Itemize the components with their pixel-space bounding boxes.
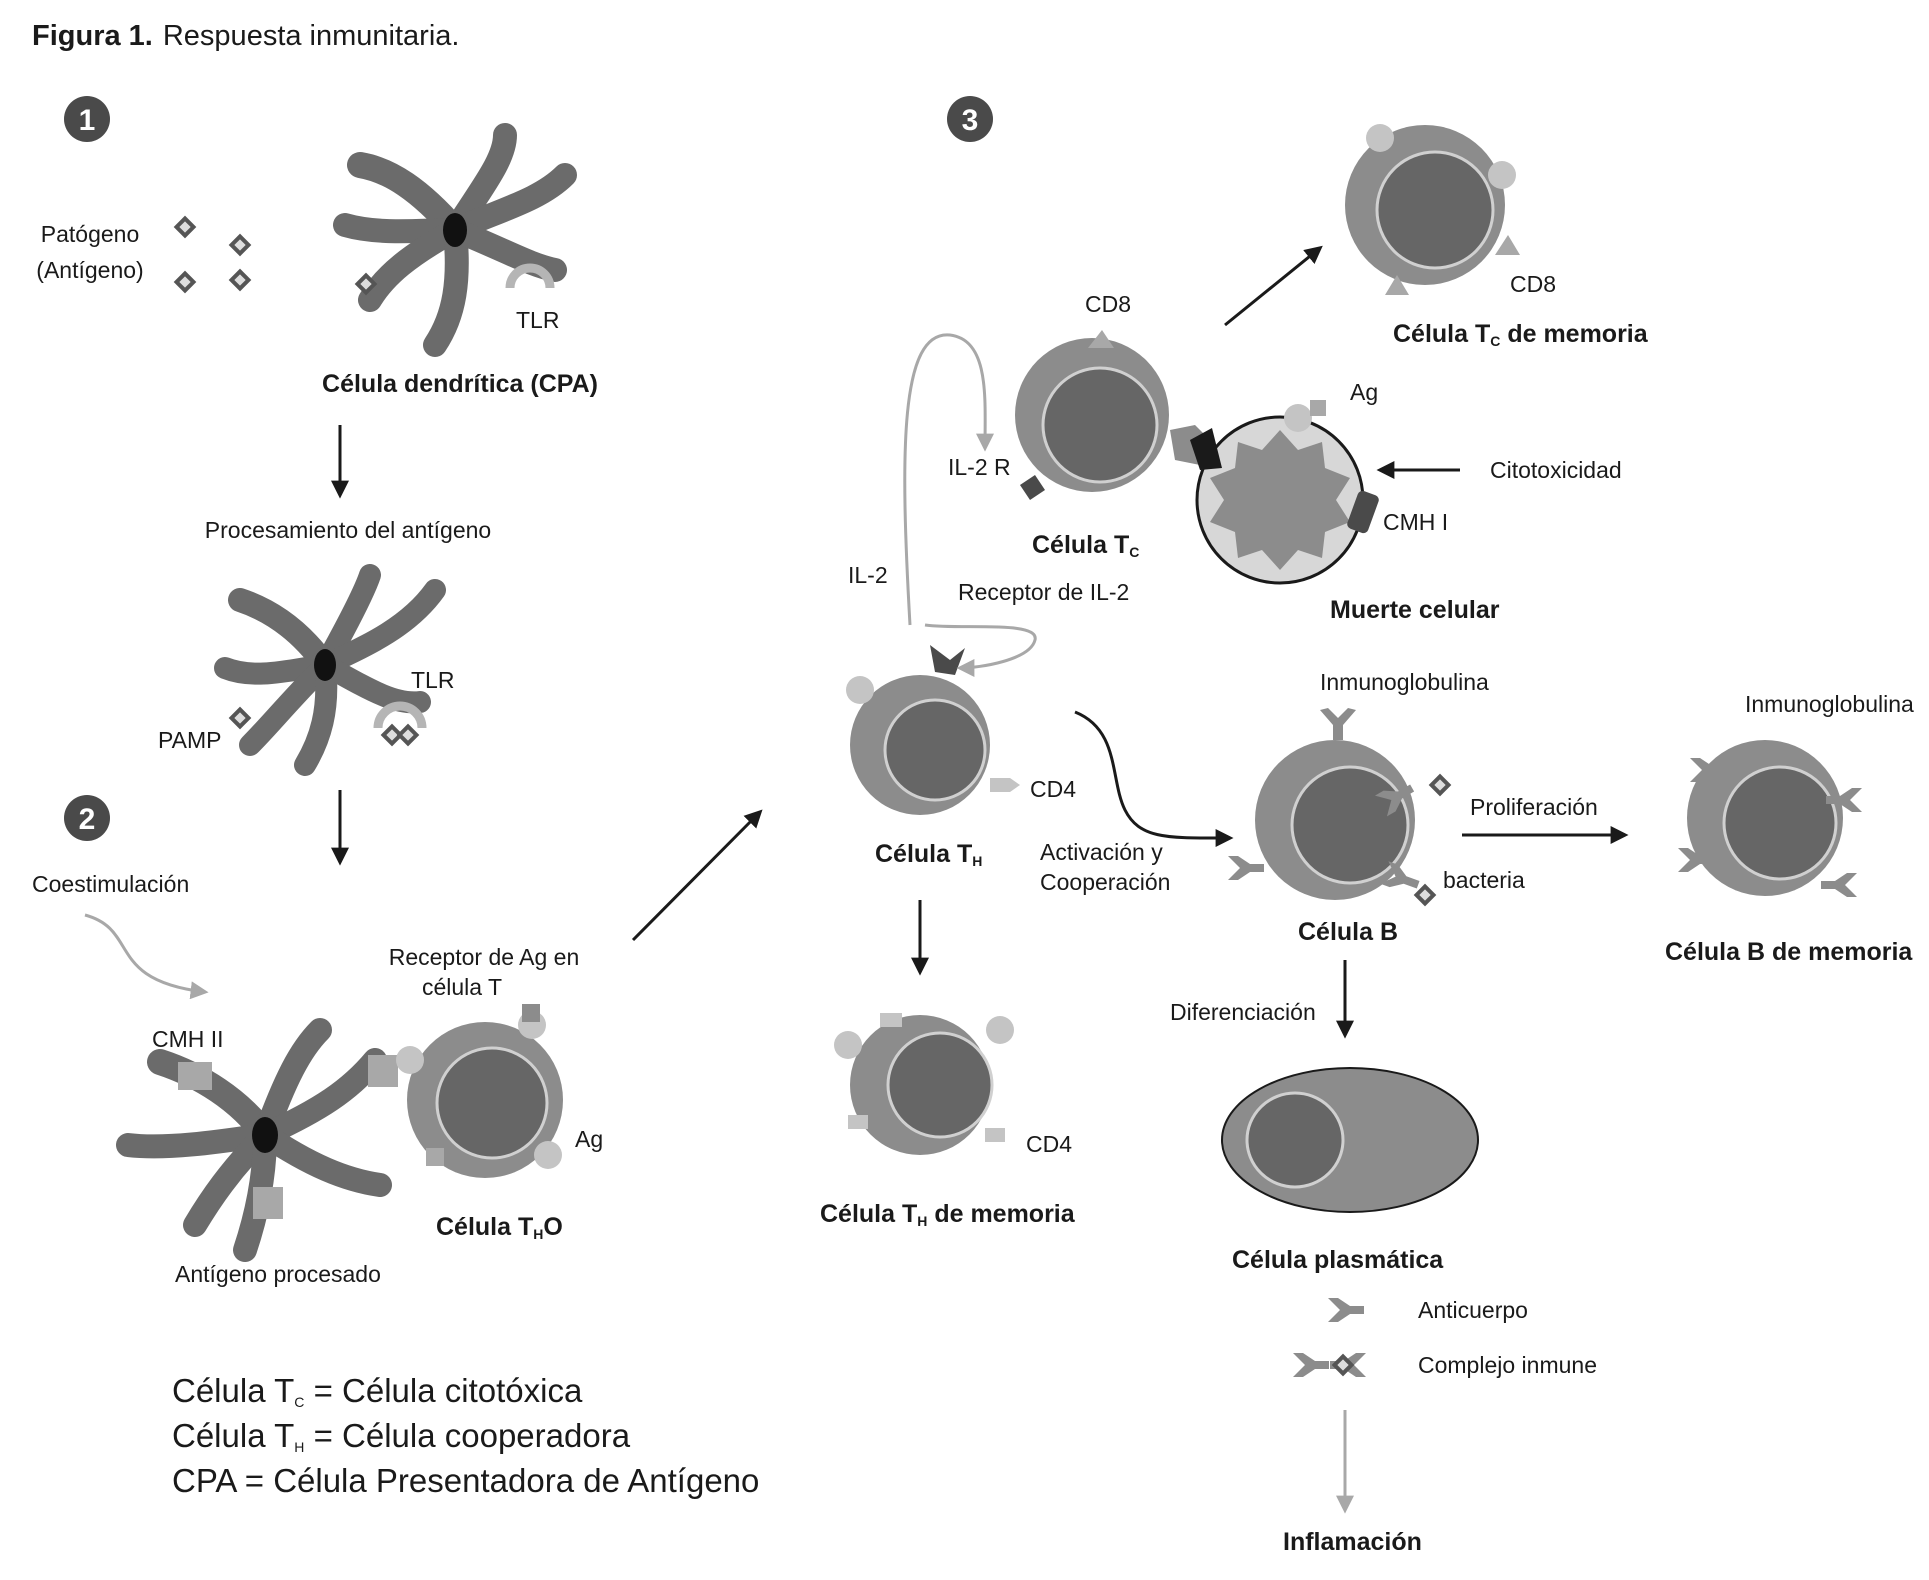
label-receptor-ag-2: célula T xyxy=(422,974,502,1000)
svg-text:Célula TH = Célula cooperadora: Célula TH = Célula cooperadora xyxy=(172,1417,631,1455)
label-cd8-tc: CD8 xyxy=(1085,291,1131,317)
label-celula-th0: Célula THO xyxy=(436,1213,563,1242)
label-proliferacion: Proliferación xyxy=(1470,794,1598,820)
immune-complex-icon xyxy=(1293,1353,1366,1377)
label-inflamacion: Inflamación xyxy=(1283,1528,1422,1556)
label-cmh-ii: CMH II xyxy=(152,1026,224,1052)
svg-text:Célula TC = Célula citotóxica: Célula TC = Célula citotóxica xyxy=(172,1372,583,1410)
label-diferenciacion: Diferenciación xyxy=(1170,999,1316,1025)
il2-receptor-arrow xyxy=(924,623,1037,677)
label-tlr-mid: TLR xyxy=(411,667,454,693)
label-coestimulacion: Coestimulación xyxy=(32,871,189,897)
dendritic-cell-presenting-icon xyxy=(116,1018,392,1262)
th0-cell-icon xyxy=(396,1004,563,1178)
bound-antigen-icon xyxy=(396,723,420,747)
plasma-cell-icon xyxy=(1221,1067,1479,1213)
svg-text:1: 1 xyxy=(79,104,96,137)
label-inmunoglobulina-bmem: Inmunoglobulina xyxy=(1745,691,1914,717)
label-activacion: Activación y xyxy=(1040,839,1163,865)
abbreviation-legend: Célula TC = Célula citotóxica Célula TH … xyxy=(172,1372,759,1499)
step-badge-1: 1 xyxy=(64,96,110,142)
th-memory-cell-icon xyxy=(834,1013,1014,1155)
label-antigeno: (Antígeno) xyxy=(36,257,143,283)
pathogen-icons xyxy=(173,215,252,294)
step-badge-3: 3 xyxy=(947,96,993,142)
label-celula-b: Célula B xyxy=(1298,918,1398,946)
svg-text:3: 3 xyxy=(962,104,979,137)
label-celula-tc-memoria: Célula TC de memoria xyxy=(1393,320,1649,349)
b-cell-icon xyxy=(1228,708,1452,907)
label-inmunoglobulina-b: Inmunoglobulina xyxy=(1320,669,1489,695)
label-receptor-il2: Receptor de IL-2 xyxy=(958,579,1129,605)
svg-text:2: 2 xyxy=(79,803,96,836)
mhc-ii-icon xyxy=(178,1062,212,1090)
label-ag-target: Ag xyxy=(1350,379,1378,405)
label-il2r: IL-2 R xyxy=(948,454,1011,480)
label-cd8-mem: CD8 xyxy=(1510,271,1556,297)
label-celula-plasmatica: Célula plasmática xyxy=(1232,1246,1444,1274)
label-cd4-mem: CD4 xyxy=(1026,1131,1072,1157)
label-cmh-i: CMH I xyxy=(1383,509,1448,535)
label-procesamiento: Procesamiento del antígeno xyxy=(205,517,491,543)
tc-cell-icon xyxy=(1015,330,1169,500)
il2-arrow xyxy=(903,333,995,626)
svg-text:CPA = Célula Presentadora de A: CPA = Célula Presentadora de Antígeno xyxy=(172,1462,759,1499)
label-celula-b-memoria: Célula B de memoria xyxy=(1665,938,1913,966)
label-antigeno-procesado: Antígeno procesado xyxy=(175,1261,381,1287)
label-pamp: PAMP xyxy=(158,727,221,753)
antibody-icon xyxy=(1328,1298,1364,1322)
label-cooperacion: Cooperación xyxy=(1040,869,1170,895)
tc-memory-cell-icon xyxy=(1345,124,1520,295)
tlr-processing-icon xyxy=(373,701,427,729)
label-celula-tc: Célula TC xyxy=(1032,531,1139,560)
label-celula-th-memoria: Célula TH de memoria xyxy=(820,1200,1076,1229)
label-patogeno: Patógeno xyxy=(41,221,139,247)
mhc-ii-icon xyxy=(368,1055,398,1087)
label-complejo-inmune: Complejo inmune xyxy=(1418,1352,1597,1378)
step-badge-2: 2 xyxy=(64,795,110,841)
label-muerte-celular: Muerte celular xyxy=(1330,596,1500,624)
arrow-to-th xyxy=(631,809,763,942)
label-cd4-th: CD4 xyxy=(1030,776,1076,802)
target-cell-icon xyxy=(1170,400,1379,585)
th-cell-icon xyxy=(846,645,1020,815)
costimulation-arrow xyxy=(84,913,209,1000)
label-il2: IL-2 xyxy=(848,562,888,588)
dendritic-cell-processing-icon xyxy=(214,564,446,776)
label-tlr-top: TLR xyxy=(516,307,559,333)
tlr-icon xyxy=(505,263,555,289)
label-anticuerpo: Anticuerpo xyxy=(1418,1297,1528,1323)
arrow-to-tc-memory xyxy=(1224,245,1323,327)
pamp-antigen-icon xyxy=(228,706,252,730)
mhc-ii-icon xyxy=(253,1187,283,1219)
label-citotoxicidad: Citotoxicidad xyxy=(1490,457,1622,483)
label-celula-dendritica: Célula dendrítica (CPA) xyxy=(322,370,598,398)
label-ag-th0: Ag xyxy=(575,1126,603,1152)
label-bacteria: bacteria xyxy=(1443,867,1525,893)
figure-title: Figura 1.Respuesta inmunitaria. xyxy=(32,20,459,52)
label-receptor-ag-1: Receptor de Ag en xyxy=(389,944,580,970)
label-celula-th: Célula TH xyxy=(875,840,982,869)
dendritic-cell-icon xyxy=(333,123,577,357)
b-memory-cell-icon xyxy=(1678,740,1862,897)
activation-arrow xyxy=(1074,710,1234,848)
